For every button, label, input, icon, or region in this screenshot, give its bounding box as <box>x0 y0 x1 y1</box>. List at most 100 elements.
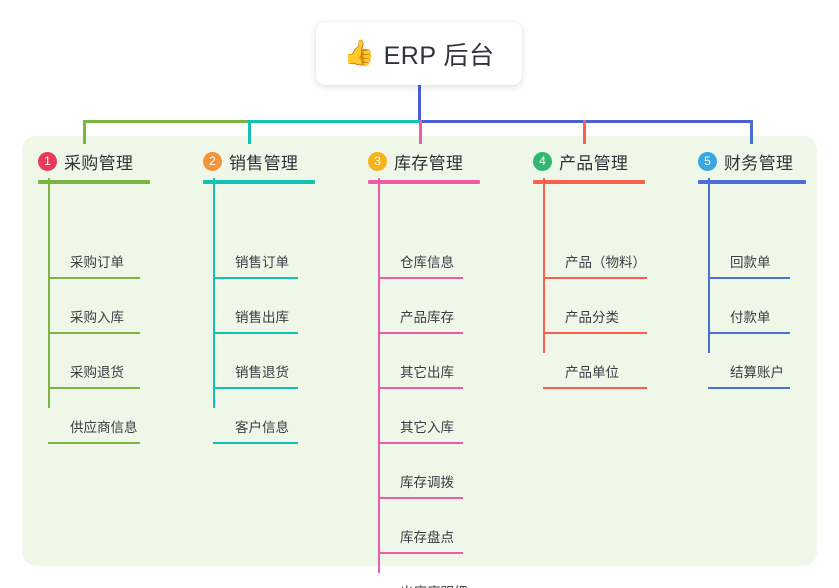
leaf-label: 采购入库 <box>70 310 124 325</box>
leaf-label: 其它出库 <box>400 365 454 380</box>
drop-product <box>583 120 586 144</box>
column-trunk-3 <box>378 178 380 573</box>
leaf-label: 供应商信息 <box>70 420 138 435</box>
leaf-rule <box>213 277 298 279</box>
leaf-item[interactable]: 仓库信息 <box>378 224 463 279</box>
leaf-label: 产品库存 <box>400 310 454 325</box>
leaf-item[interactable]: 采购订单 <box>48 224 140 279</box>
leaf-item[interactable]: 产品（物料） <box>543 224 647 279</box>
leaf-label: 库存调拨 <box>400 475 454 490</box>
root-node[interactable]: 👍 ERP 后台 <box>316 22 522 85</box>
leaf-label: 仓库信息 <box>400 255 454 270</box>
leaf-rule <box>48 332 140 334</box>
leaf-rule <box>543 277 647 279</box>
leaf-item[interactable]: 付款单 <box>708 279 790 334</box>
column-1: 1 采购管理采购订单采购入库采购退货供应商信息 <box>38 148 188 444</box>
column-header-5[interactable]: 5 财务管理 <box>698 148 839 174</box>
drop-inventory <box>419 120 422 144</box>
column-title-1: 采购管理 <box>64 153 134 173</box>
column-rule-3 <box>368 180 480 184</box>
leaf-label: 采购订单 <box>70 255 124 270</box>
leaf-item[interactable]: 其它入库 <box>378 389 463 444</box>
column-3: 3 库存管理仓库信息产品库存其它出库其它入库库存调拨库存盘点出库库明细 <box>368 148 518 588</box>
column-badge-1: 1 <box>38 151 57 171</box>
drop-purchase <box>83 120 86 144</box>
leaf-label: 结算账户 <box>730 365 784 380</box>
leaf-rule <box>378 442 463 444</box>
leaf-item[interactable]: 产品库存 <box>378 279 463 334</box>
leaf-item[interactable]: 产品分类 <box>543 279 647 334</box>
leaf-label: 销售出库 <box>235 310 289 325</box>
leaf-label: 产品分类 <box>565 310 619 325</box>
leaf-item[interactable]: 销售订单 <box>213 224 298 279</box>
bus-segment-purchase <box>83 120 248 123</box>
leaf-label: 销售订单 <box>235 255 289 270</box>
column-title-2: 销售管理 <box>229 153 299 173</box>
thumbs-up-icon: 👍 <box>343 39 375 67</box>
leaf-list-1: 采购订单采购入库采购退货供应商信息 <box>38 184 188 444</box>
leaf-rule <box>378 387 463 389</box>
leaf-rule <box>708 277 790 279</box>
bus-segment-sales <box>248 120 419 123</box>
column-header-2[interactable]: 2 销售管理 <box>203 148 353 174</box>
column-rule-2 <box>203 180 315 184</box>
leaf-item[interactable]: 采购退货 <box>48 334 140 389</box>
leaf-item[interactable]: 库存调拨 <box>378 444 463 499</box>
leaf-label: 付款单 <box>730 310 771 325</box>
column-trunk-2 <box>213 178 215 408</box>
drop-sales <box>248 120 251 144</box>
column-title-3: 库存管理 <box>394 153 464 173</box>
leaf-list-5: 回款单付款单结算账户 <box>698 184 839 389</box>
leaf-rule <box>213 442 298 444</box>
leaf-label: 产品单位 <box>565 365 619 380</box>
leaf-rule <box>378 332 463 334</box>
leaf-item[interactable]: 采购入库 <box>48 279 140 334</box>
leaf-item[interactable]: 客户信息 <box>213 389 298 444</box>
column-header-3[interactable]: 3 库存管理 <box>368 148 518 174</box>
leaf-rule <box>378 277 463 279</box>
column-title-5: 财务管理 <box>724 153 794 173</box>
column-2: 2 销售管理销售订单销售出库销售退货客户信息 <box>203 148 353 444</box>
leaf-rule <box>378 497 463 499</box>
leaf-list-4: 产品（物料） 产品分类产品单位 <box>533 184 688 389</box>
leaf-item[interactable]: 销售退货 <box>213 334 298 389</box>
leaf-item[interactable]: 回款单 <box>708 224 790 279</box>
column-badge-2: 2 <box>203 151 222 171</box>
leaf-item[interactable]: 其它出库 <box>378 334 463 389</box>
leaf-list-3: 仓库信息产品库存其它出库其它入库库存调拨库存盘点出库库明细 <box>368 184 518 588</box>
leaf-label: 客户信息 <box>235 420 289 435</box>
column-rule-5 <box>698 180 806 184</box>
leaf-rule <box>708 387 790 389</box>
drop-finance <box>750 120 753 144</box>
leaf-rule <box>48 387 140 389</box>
leaf-rule <box>543 387 647 389</box>
leaf-rule <box>543 332 647 334</box>
column-trunk-5 <box>708 178 710 353</box>
leaf-label: 库存盘点 <box>400 530 454 545</box>
leaf-item[interactable]: 产品单位 <box>543 334 647 389</box>
leaf-list-2: 销售订单销售出库销售退货客户信息 <box>203 184 353 444</box>
leaf-item[interactable]: 出库库明细 <box>378 554 468 588</box>
column-badge-3: 3 <box>368 151 387 171</box>
leaf-label: 产品（物料） <box>565 255 646 270</box>
column-trunk-4 <box>543 178 545 353</box>
column-header-1[interactable]: 1 采购管理 <box>38 148 188 174</box>
leaf-rule <box>708 332 790 334</box>
column-rule-1 <box>38 180 150 184</box>
root-stem-connector <box>418 85 421 121</box>
leaf-label: 回款单 <box>730 255 771 270</box>
leaf-item[interactable]: 销售出库 <box>213 279 298 334</box>
leaf-rule <box>378 552 463 554</box>
column-badge-5: 5 <box>698 151 717 171</box>
leaf-item[interactable]: 结算账户 <box>708 334 790 389</box>
leaf-rule <box>213 332 298 334</box>
leaf-item[interactable]: 库存盘点 <box>378 499 463 554</box>
column-trunk-1 <box>48 178 50 408</box>
column-rule-4 <box>533 180 645 184</box>
root-title: ERP 后台 <box>383 41 495 70</box>
content-panel <box>22 136 817 566</box>
leaf-label: 出库库明细 <box>400 581 468 588</box>
leaf-item[interactable]: 供应商信息 <box>48 389 140 444</box>
